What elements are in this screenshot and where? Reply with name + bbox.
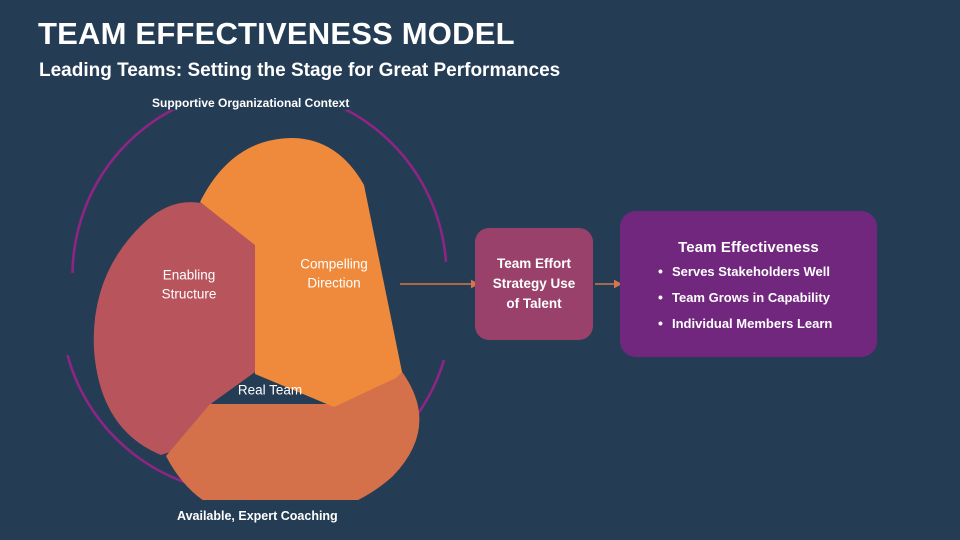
page-title: TEAM EFFECTIVENESS MODEL [38, 16, 515, 51]
list-item: Team Grows in Capability [658, 290, 877, 304]
team-effort-line-2: Strategy Use [492, 275, 576, 291]
team-effectiveness-triangle-diagram: Enabling Structure Compelling Direction … [66, 110, 448, 500]
team-effectiveness-title: Team Effectiveness [678, 239, 819, 256]
caption-supportive-organizational-context: Supportive Organizational Context [152, 96, 350, 110]
ring-arc-top [71, 110, 448, 274]
arm-real-team [166, 365, 420, 500]
list-item: Serves Stakeholders Well [658, 264, 877, 278]
list-item: Individual Members Learn [658, 316, 877, 330]
arm-label-compelling-direction-line2: Direction [307, 276, 360, 291]
arm-label-real-team: Real Team [238, 383, 302, 398]
team-effort-box: Team Effort Strategy Use of Talent [475, 228, 593, 340]
arm-label-enabling-structure-line2: Structure [162, 287, 217, 302]
arrow-team-effort-to-outcome [595, 279, 622, 289]
team-effectiveness-box: Team Effectiveness Serves Stakeholders W… [620, 211, 877, 357]
arm-label-compelling-direction-line1: Compelling [300, 257, 368, 272]
arrow-triangle-to-team-effort [400, 279, 479, 289]
team-effectiveness-bullet-list: Serves Stakeholders Well Team Grows in C… [620, 264, 877, 330]
arm-enabling-structure [93, 202, 255, 455]
team-effort-line-3: of Talent [506, 296, 562, 312]
arm-compelling-direction [200, 138, 402, 407]
team-effort-line-1: Team Effort [496, 255, 571, 271]
arm-label-enabling-structure-line1: Enabling [163, 268, 216, 283]
caption-available-expert-coaching: Available, Expert Coaching [177, 509, 338, 523]
page-subtitle: Leading Teams: Setting the Stage for Gre… [39, 60, 561, 81]
